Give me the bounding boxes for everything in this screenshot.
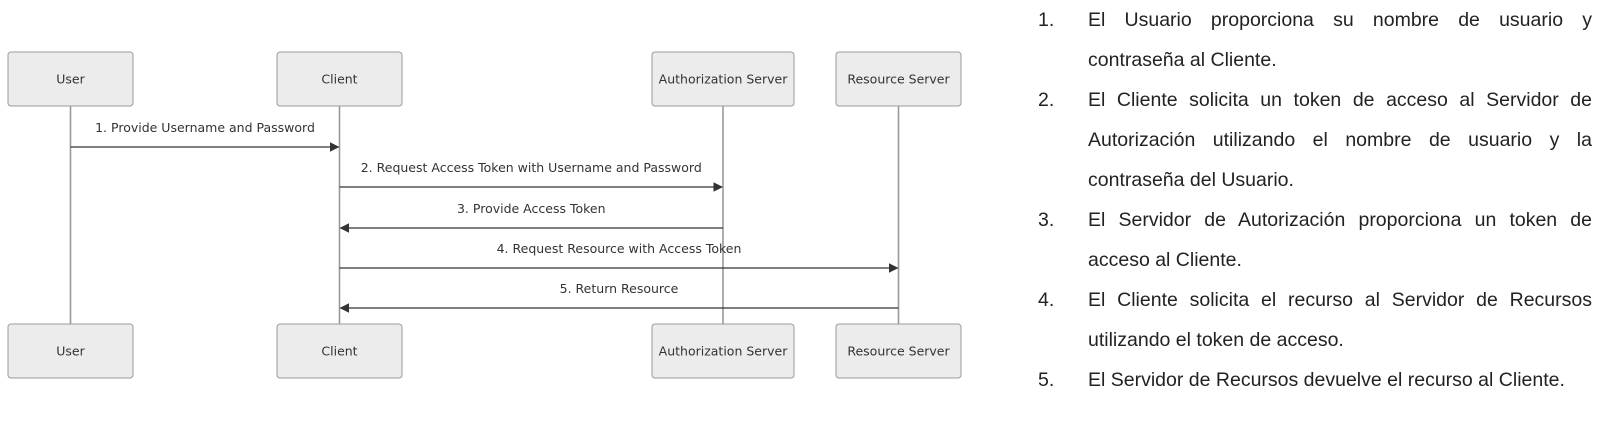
participant-label: Client: [321, 72, 357, 87]
message-1: 1. Provide Username and Password: [70, 120, 340, 152]
participant-auth-top: Authorization Server: [651, 51, 795, 107]
participant-label: User: [56, 344, 85, 359]
step-list: 1. El Usuario proporciona su nombre de us…: [1035, 0, 1592, 443]
step-text: El Usuario proporciona su nombre de usua…: [1088, 9, 1592, 71]
step-item: 3. El Servidor de Autorización proporcion…: [1035, 200, 1592, 280]
step-text: El Cliente solicita un token de acceso a…: [1088, 89, 1592, 191]
participants-bottom: User Client Authorization Server Resource S…: [7, 323, 962, 379]
participant-user-bottom: User: [7, 323, 134, 379]
participant-label: User: [56, 72, 85, 87]
step-item: 1. El Usuario proporciona su nombre de us…: [1035, 0, 1592, 80]
step-item: 5. El Servidor de Recursos devuelve el re…: [1035, 360, 1592, 400]
message-2: 2. Request Access Token with Username an…: [339, 160, 723, 192]
message-5: 5. Return Resource: [339, 281, 899, 313]
messages: 1. Provide Username and Password 2. Reque…: [70, 120, 899, 313]
participant-box: [7, 51, 134, 107]
participant-auth-bottom: Authorization Server: [651, 323, 795, 379]
message-label: 5. Return Resource: [560, 281, 679, 296]
step-number: 4.: [1038, 289, 1055, 311]
participant-box: [276, 51, 403, 107]
message-4: 4. Request Resource with Access Token: [339, 241, 899, 273]
message-3: 3. Provide Access Token: [339, 201, 723, 233]
participant-box: [835, 323, 962, 379]
message-label: 4. Request Resource with Access Token: [497, 241, 742, 256]
participant-label: Authorization Server: [659, 344, 789, 359]
participant-user-top: User: [7, 51, 134, 107]
step-number: 5.: [1038, 369, 1055, 391]
step-text: El Servidor de Recursos devuelve el recu…: [1088, 369, 1565, 391]
participant-label: Resource Server: [847, 344, 950, 359]
participant-resource-bottom: Resource Server: [835, 323, 962, 379]
participant-box: [835, 51, 962, 107]
participant-label: Client: [321, 344, 357, 359]
message-label: 1. Provide Username and Password: [95, 120, 315, 135]
message-label: 3. Provide Access Token: [457, 201, 606, 216]
step-item: 2. El Cliente solicita un token de acceso…: [1035, 80, 1592, 200]
step-text: El Cliente solicita el recurso al Servid…: [1088, 289, 1592, 351]
participant-box: [651, 323, 795, 379]
message-label: 2. Request Access Token with Username an…: [361, 160, 702, 175]
participant-label: Resource Server: [847, 72, 950, 87]
participant-resource-top: Resource Server: [835, 51, 962, 107]
participant-box: [276, 323, 403, 379]
step-number: 1.: [1038, 9, 1055, 31]
step-number: 2.: [1038, 89, 1055, 111]
step-item: 4. El Cliente solicita el recurso al Serv…: [1035, 280, 1592, 360]
step-number: 3.: [1038, 209, 1055, 231]
step-text: El Servidor de Autorización proporciona …: [1088, 209, 1592, 271]
participant-box: [7, 323, 134, 379]
participant-box: [651, 51, 795, 107]
participant-client-top: Client: [276, 51, 403, 107]
participant-client-bottom: Client: [276, 323, 403, 379]
participants-top: User Client Authorization Server Resource S…: [7, 51, 962, 107]
participant-label: Authorization Server: [659, 72, 789, 87]
lifelines: [69, 106, 900, 324]
